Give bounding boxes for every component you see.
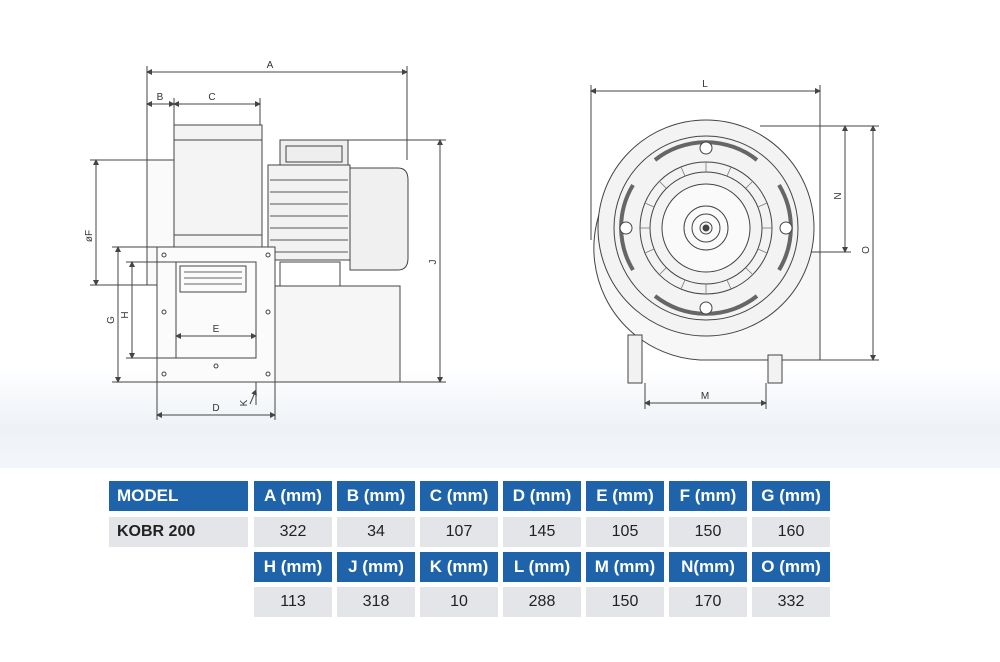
value-model: KOBR 200 — [109, 517, 248, 547]
header-a: A (mm) — [254, 481, 332, 511]
dim-label-g: G — [106, 316, 117, 324]
value-e: 105 — [586, 517, 664, 547]
value-c: 107 — [420, 517, 498, 547]
header-b: B (mm) — [337, 481, 415, 511]
dim-label-a: A — [267, 60, 274, 71]
value-k: 10 — [420, 587, 498, 617]
side-view — [90, 66, 446, 420]
header-o: O (mm) — [752, 552, 830, 582]
dim-label-d: D — [212, 403, 219, 414]
header-h: H (mm) — [254, 552, 332, 582]
dim-label-m: M — [701, 391, 709, 402]
value-g: 160 — [752, 517, 830, 547]
header-l: L (mm) — [503, 552, 581, 582]
dim-label-h: H — [120, 311, 131, 318]
value-d: 145 — [503, 517, 581, 547]
value-f: 150 — [669, 517, 747, 547]
background-band — [0, 368, 1000, 468]
dim-label-l: L — [702, 79, 708, 90]
header-model: MODEL — [109, 481, 248, 511]
value-a: 322 — [254, 517, 332, 547]
dim-label-b: B — [157, 92, 164, 103]
value-o: 332 — [752, 587, 830, 617]
dim-label-o: O — [861, 246, 872, 254]
header-n: N(mm) — [669, 552, 747, 582]
dim-label-f: øF — [84, 230, 95, 242]
header-e: E (mm) — [586, 481, 664, 511]
dim-label-c: C — [208, 92, 215, 103]
value-h: 113 — [254, 587, 332, 617]
header-m: M (mm) — [586, 552, 664, 582]
header-j: J (mm) — [337, 552, 415, 582]
value-b: 34 — [337, 517, 415, 547]
dim-label-k: K — [239, 399, 250, 406]
dim-label-e: E — [213, 324, 220, 335]
technical-drawing: A B C J øF G H E D K — [84, 60, 879, 420]
header-k: K (mm) — [420, 552, 498, 582]
value-n: 170 — [669, 587, 747, 617]
value-m: 150 — [586, 587, 664, 617]
header-g: G (mm) — [752, 481, 830, 511]
value-j: 318 — [337, 587, 415, 617]
dim-label-n: N — [833, 192, 844, 199]
header-c: C (mm) — [420, 481, 498, 511]
front-view — [590, 85, 879, 409]
header-f: F (mm) — [669, 481, 747, 511]
dim-label-j: J — [428, 260, 439, 265]
side-view-labels: A B C J øF G H E D K — [84, 60, 439, 414]
front-view-labels: L N O M — [701, 79, 872, 402]
header-d: D (mm) — [503, 481, 581, 511]
value-l: 288 — [503, 587, 581, 617]
